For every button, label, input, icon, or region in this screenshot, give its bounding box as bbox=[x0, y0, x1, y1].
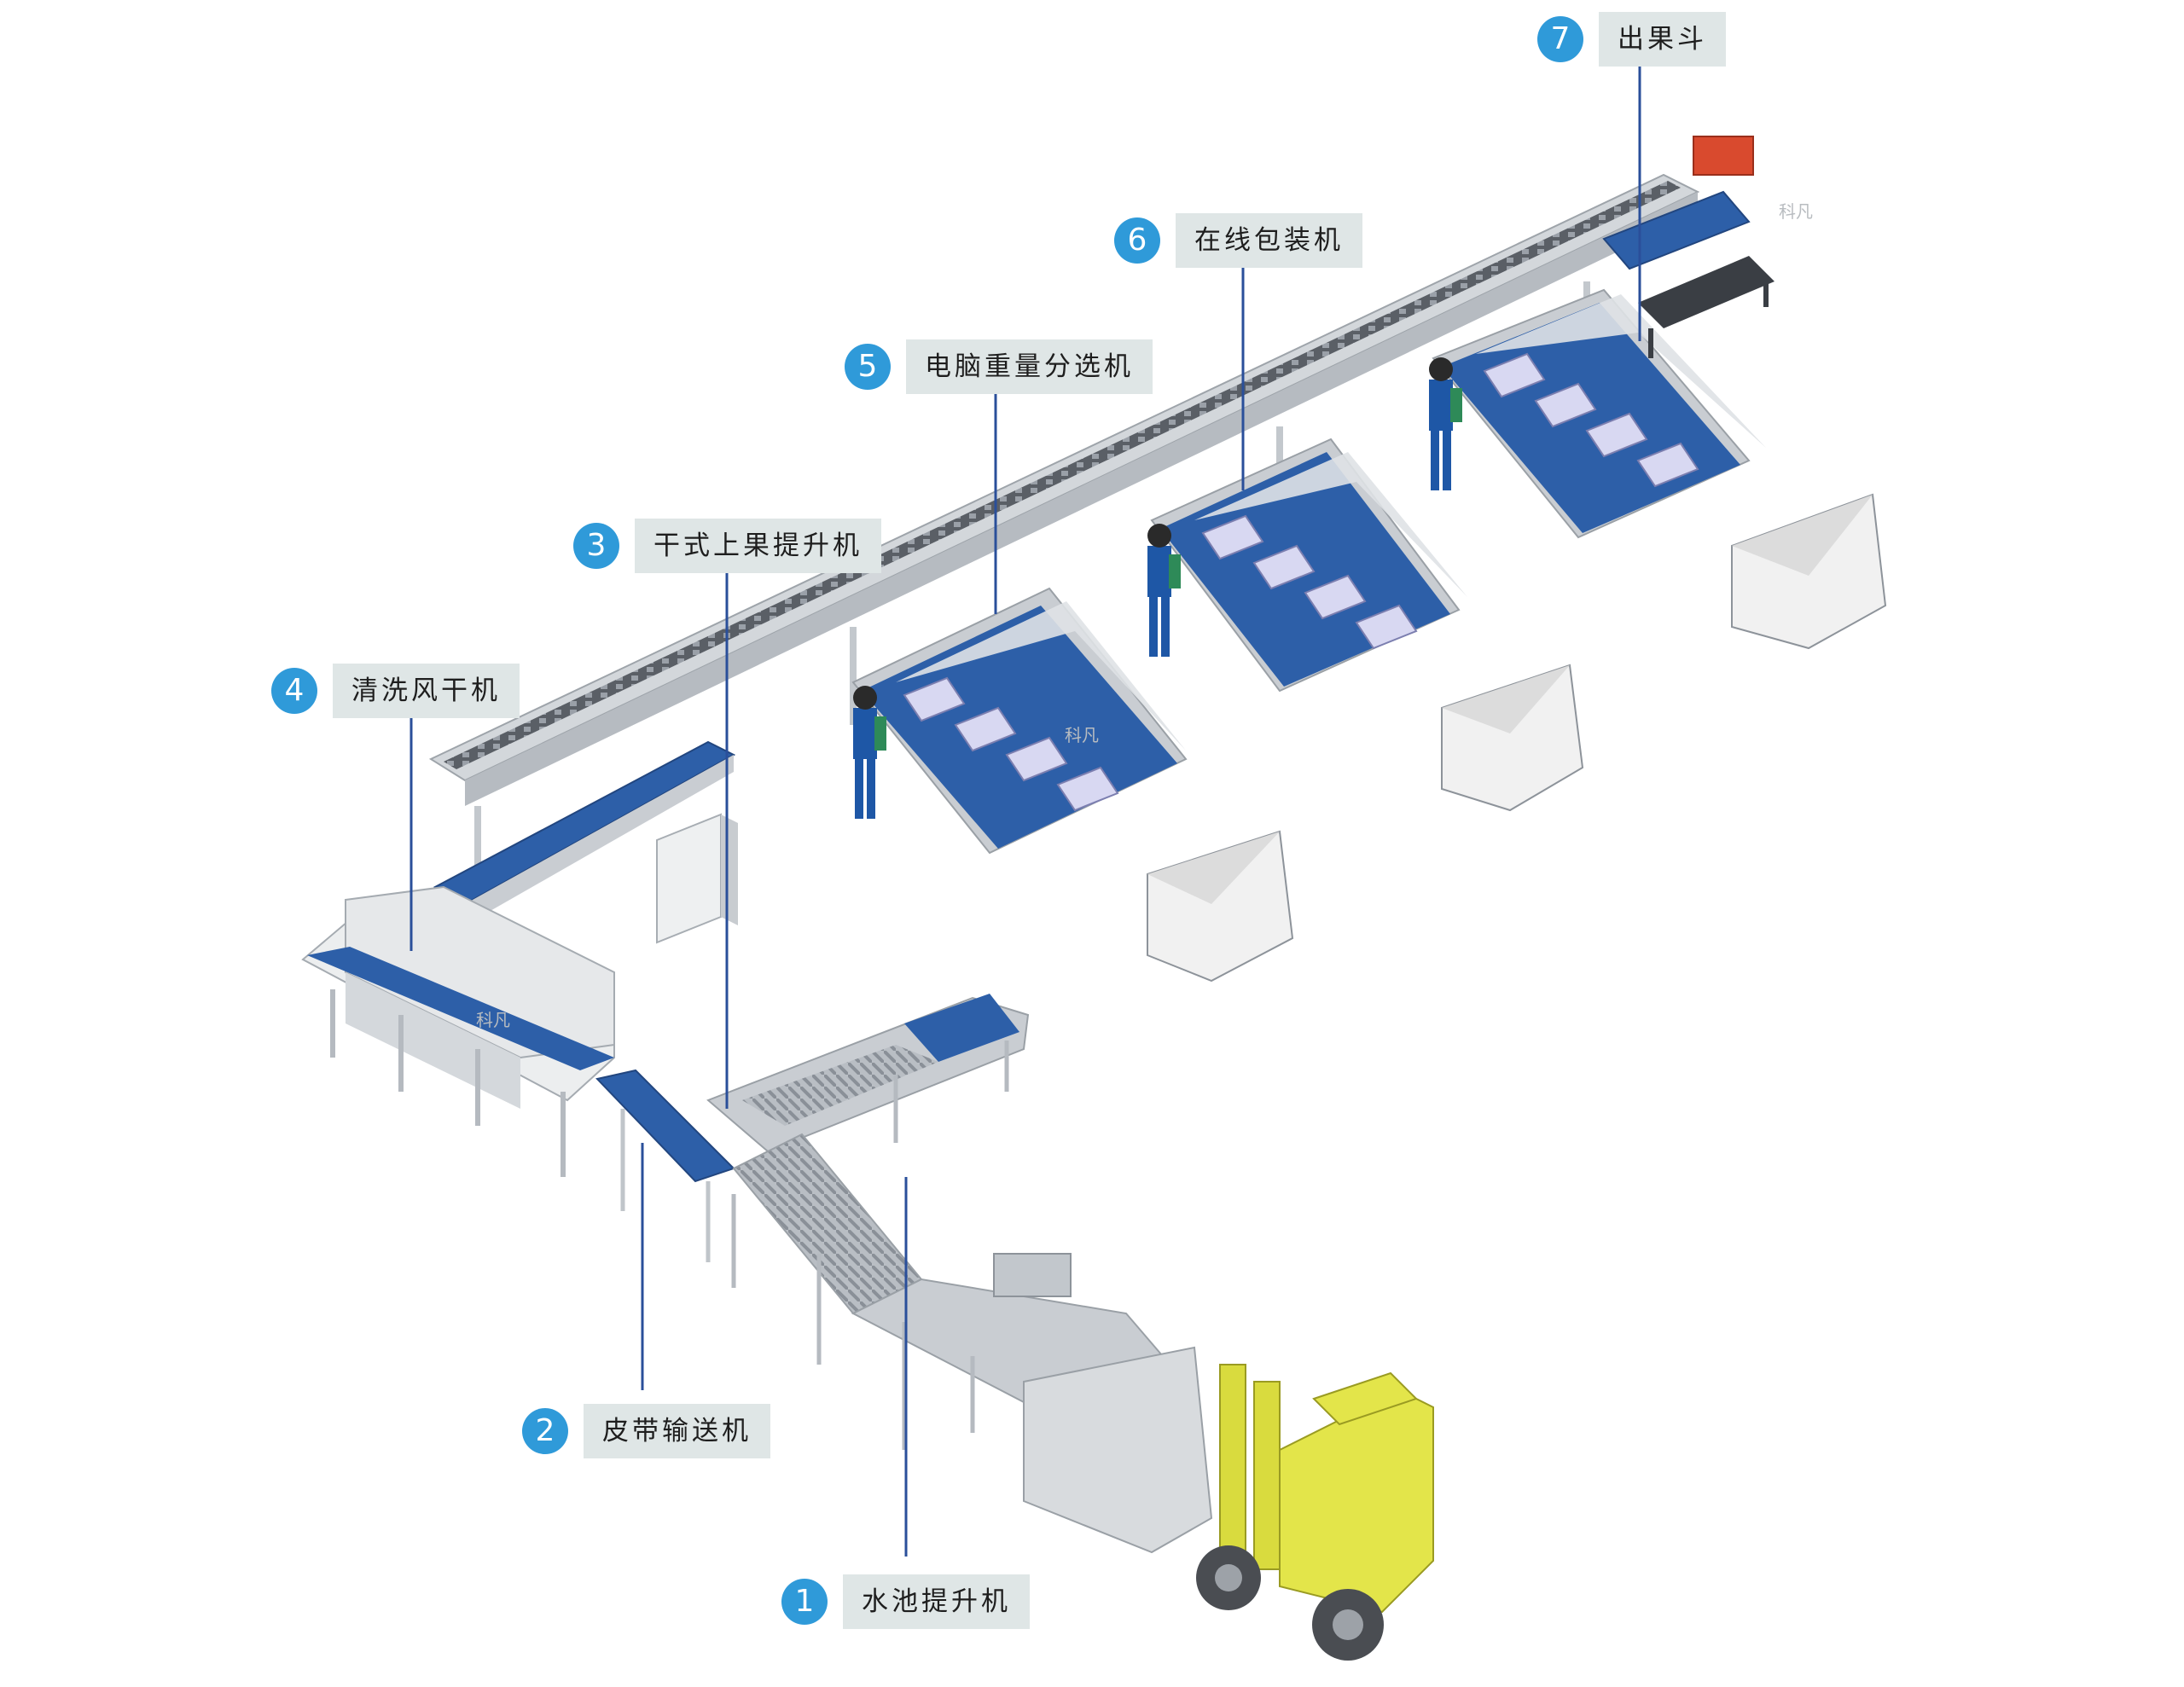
callout-number-1: 1 bbox=[781, 1579, 828, 1625]
callout-number-7: 7 bbox=[1537, 16, 1583, 62]
callout-label-packing-machine: 在线包装机 bbox=[1176, 213, 1362, 268]
callout-2: 2 皮带输送机 bbox=[522, 1404, 770, 1458]
callout-label-weight-sorter: 电脑重量分选机 bbox=[906, 339, 1153, 394]
callout-label-output-hopper: 出果斗 bbox=[1599, 12, 1726, 67]
forklift bbox=[1196, 1364, 1434, 1661]
callout-number-6: 6 bbox=[1114, 217, 1160, 264]
sorting-station-2 bbox=[1147, 438, 1584, 812]
callout-5: 5 电脑重量分选机 bbox=[845, 339, 1153, 394]
watermark: 科凡 bbox=[476, 1010, 510, 1030]
callout-4: 4 清洗风干机 bbox=[271, 664, 520, 718]
callout-label-dry-elevator: 干式上果提升机 bbox=[635, 519, 881, 573]
sorting-station-1 bbox=[851, 587, 1294, 983]
callout-1: 1 水池提升机 bbox=[781, 1574, 1030, 1629]
pool-elevator bbox=[731, 1133, 1213, 1554]
callout-label-pool-elevator: 水池提升机 bbox=[843, 1574, 1030, 1629]
callout-7: 7 出果斗 bbox=[1537, 12, 1726, 67]
callout-number-3: 3 bbox=[573, 523, 619, 569]
callout-6: 6 在线包装机 bbox=[1114, 213, 1362, 268]
callout-number-4: 4 bbox=[271, 668, 317, 714]
sorting-station-3 bbox=[1429, 288, 1887, 650]
worker-2 bbox=[1147, 524, 1181, 657]
watermark: 科凡 bbox=[1779, 201, 1813, 222]
washer-dryer bbox=[301, 885, 615, 1177]
worker-3 bbox=[1429, 357, 1462, 490]
callout-label-washer-dryer: 清洗风干机 bbox=[333, 664, 520, 718]
callout-number-2: 2 bbox=[522, 1408, 568, 1454]
dry-elevator bbox=[706, 994, 1030, 1153]
control-cabinet bbox=[656, 813, 738, 944]
worker-1 bbox=[853, 686, 886, 819]
leader-lines bbox=[410, 64, 1641, 1557]
main-conveyor bbox=[428, 173, 1700, 921]
callout-3: 3 干式上果提升机 bbox=[573, 519, 881, 573]
watermark: 科凡 bbox=[1065, 725, 1099, 745]
callout-number-5: 5 bbox=[845, 344, 891, 390]
callout-label-belt-conveyor: 皮带输送机 bbox=[584, 1404, 770, 1458]
